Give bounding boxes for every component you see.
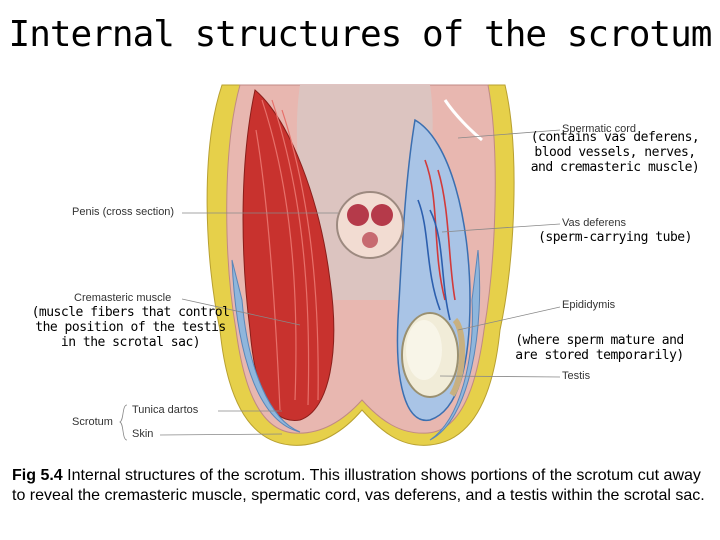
penis-cross-section: [337, 192, 403, 258]
label-skin: Skin: [132, 428, 153, 440]
label-vas-deferens: Vas deferens: [562, 217, 626, 229]
label-cremasteric-muscle: Cremasteric muscle: [74, 292, 171, 304]
label-testis: Testis: [562, 370, 590, 382]
label-tunica-dartos: Tunica dartos: [132, 404, 198, 416]
figure-number: Fig 5.4: [12, 467, 63, 484]
label-scrotum: Scrotum: [72, 416, 113, 428]
figure-caption: Fig 5.4 Internal structures of the scrot…: [12, 466, 712, 506]
caption-text: Internal structures of the scrotum. This…: [12, 467, 705, 504]
note-epididymis: (where sperm mature and are stored tempo…: [497, 333, 702, 363]
note-spermatic-cord: (contains vas deferens, blood vessels, n…: [515, 130, 715, 175]
label-epididymis: Epididymis: [562, 299, 615, 311]
note-vas-deferens: (sperm-carrying tube): [520, 230, 710, 245]
label-penis: Penis (cross section): [72, 206, 174, 218]
note-cremasteric-muscle: (muscle fibers that control the position…: [18, 305, 243, 350]
